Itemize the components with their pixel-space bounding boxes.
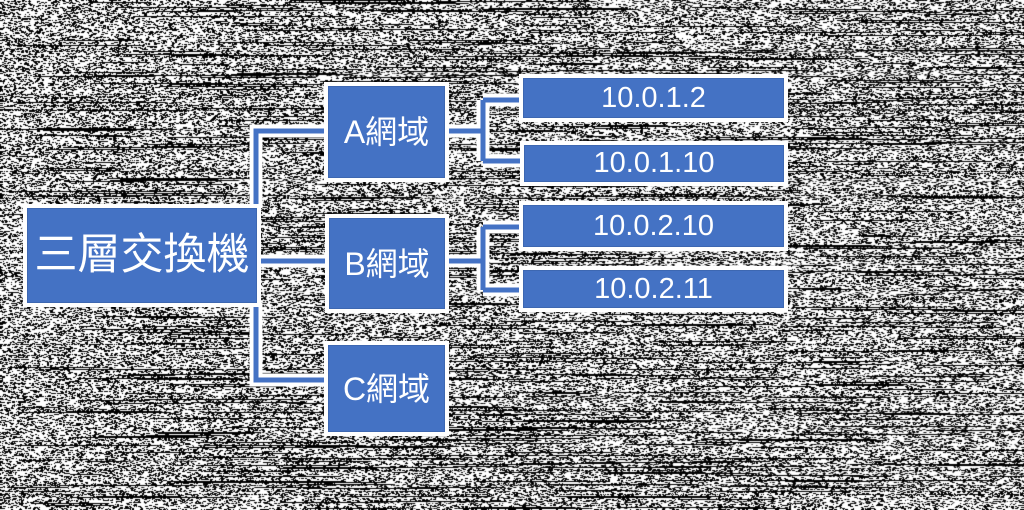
domain-b-label: B網域 <box>344 248 429 280</box>
connector-switch-to-domain-c <box>256 303 330 380</box>
switch-node: 三層交換機 <box>27 208 257 303</box>
host-ip-label: 10.0.2.10 <box>593 212 714 241</box>
domain-c-label: C網域 <box>343 373 430 405</box>
domain-c-node: C網域 <box>328 345 445 432</box>
host-node-b-2: 10.0.2.11 <box>523 270 784 308</box>
domain-b-node: B網域 <box>329 218 445 309</box>
host-node-a-1: 10.0.1.2 <box>523 78 784 118</box>
host-ip-label: 10.0.1.10 <box>594 149 715 178</box>
domain-a-node: A網域 <box>328 86 445 178</box>
connector-domain-b-to-hosts <box>445 227 525 290</box>
domain-a-label: A網域 <box>344 116 429 148</box>
host-node-b-1: 10.0.2.10 <box>523 205 784 247</box>
host-node-a-2: 10.0.1.10 <box>524 145 784 182</box>
host-ip-label: 10.0.1.2 <box>601 84 706 113</box>
host-ip-label: 10.0.2.11 <box>594 275 713 304</box>
connector-switch-to-domain-a <box>256 131 330 208</box>
connector-domain-a-to-hosts <box>445 100 526 161</box>
switch-label: 三層交換機 <box>35 234 250 277</box>
